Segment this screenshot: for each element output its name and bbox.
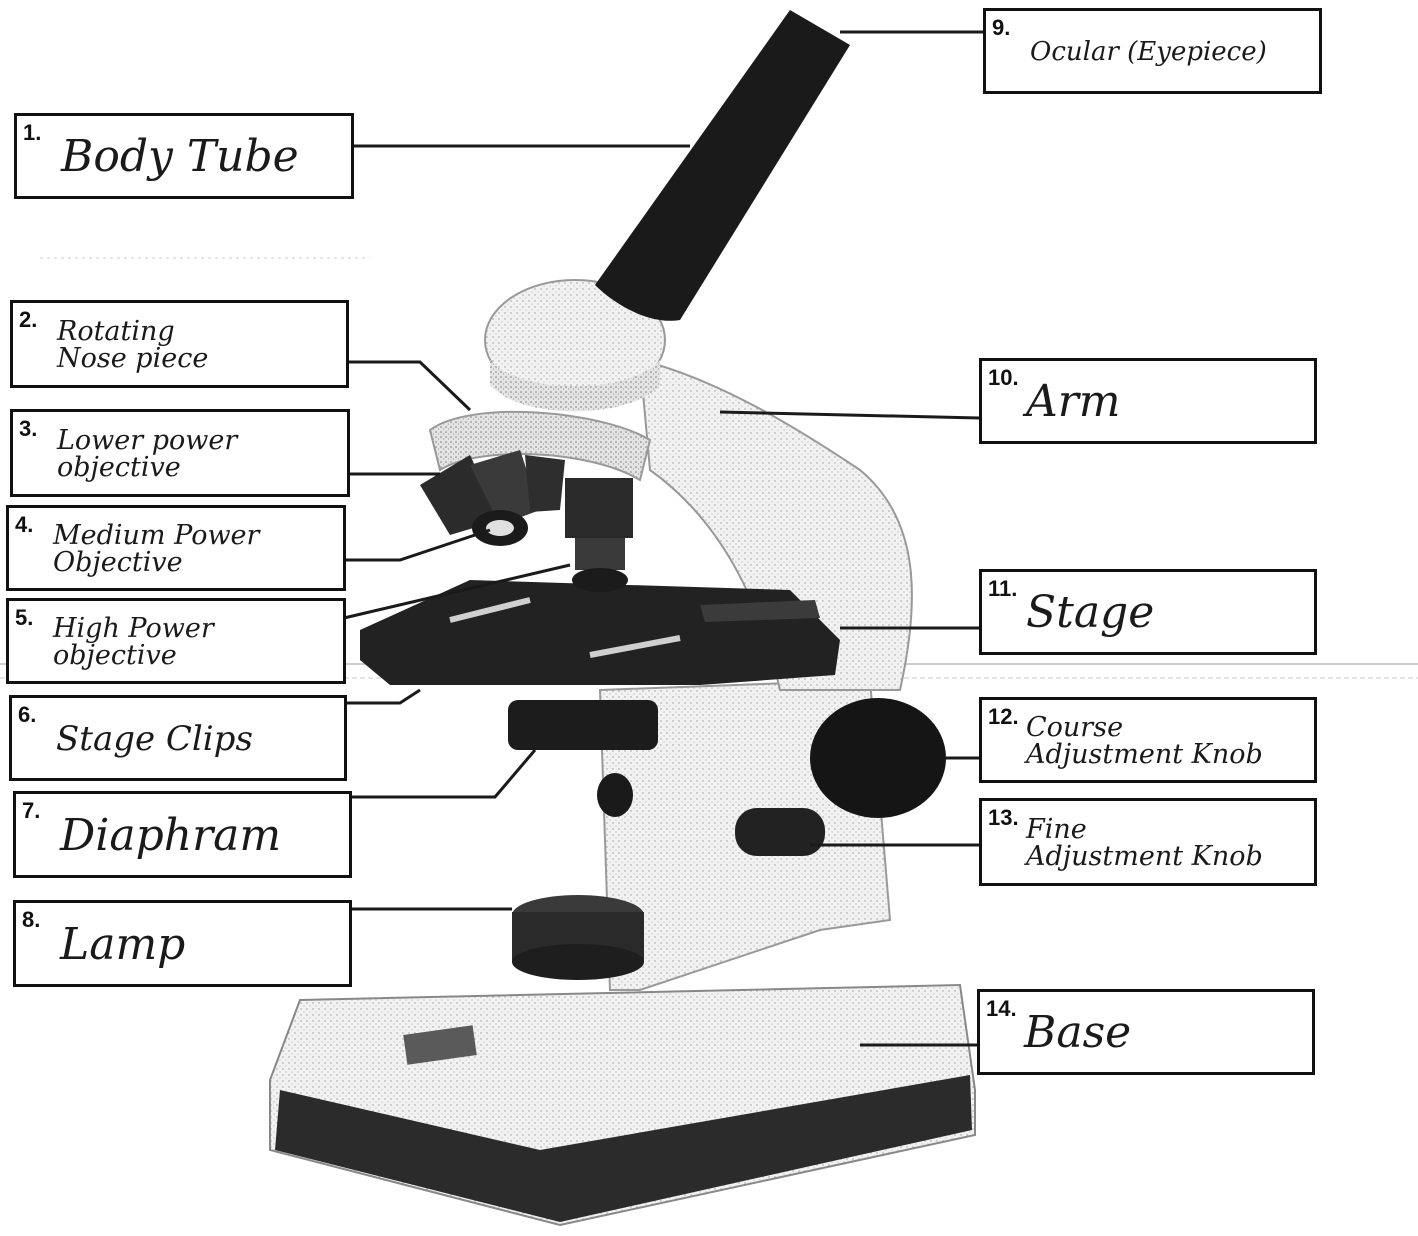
label-number: 4.	[15, 512, 33, 538]
label-number: 10.	[988, 365, 1019, 391]
label-number: 14.	[986, 996, 1017, 1022]
leader-line-7	[350, 750, 535, 797]
stage-part	[360, 580, 840, 685]
label-number: 8.	[22, 907, 40, 933]
label-box-9: 9. Ocular (Eyepiece)	[983, 8, 1322, 94]
label-number: 11.	[988, 576, 1017, 602]
label-answer: Ocular (Eyepiece)	[1030, 17, 1313, 87]
label-answer: Body Tube	[61, 122, 345, 192]
leader-line-4	[344, 530, 490, 560]
label-number: 1.	[23, 120, 41, 146]
label-answer: Fine Adjustment Knob	[1026, 807, 1308, 879]
lamp-part	[512, 944, 644, 980]
label-box-11: 11. Stage	[979, 569, 1317, 655]
label-answer: Diaphram	[60, 800, 343, 871]
fine-knob-part	[735, 808, 825, 856]
label-answer: High Power objective	[53, 607, 337, 677]
body-tube-part	[595, 10, 850, 321]
pillar-knob	[597, 773, 633, 817]
label-box-5: 5. High Power objective	[6, 598, 346, 684]
label-box-7: 7. Diaphram	[13, 791, 352, 878]
label-answer: Stage	[1026, 578, 1308, 648]
label-box-6: 6. Stage Clips	[9, 695, 347, 781]
label-answer: Rotating Nose piece	[57, 309, 340, 381]
label-box-14: 14. Base	[977, 989, 1315, 1075]
label-answer: Lower power objective	[57, 418, 341, 490]
label-number: 12.	[988, 704, 1019, 730]
label-box-3: 3. Lower power objective	[10, 409, 350, 497]
label-box-12: 12. Course Adjustment Knob	[979, 697, 1317, 783]
label-number: 3.	[19, 416, 37, 442]
label-number: 7.	[22, 798, 40, 824]
objectives	[420, 450, 633, 592]
label-box-13: 13. Fine Adjustment Knob	[979, 798, 1317, 886]
label-answer: Stage Clips	[56, 704, 338, 774]
label-answer: Base	[1024, 998, 1306, 1068]
label-number: 13.	[988, 805, 1019, 831]
coarse-knob-part	[810, 698, 946, 818]
label-number: 2.	[19, 307, 37, 333]
label-box-10: 10. Arm	[979, 358, 1317, 444]
label-box-4: 4. Medium Power Objective	[6, 505, 346, 591]
diaphragm-part	[508, 700, 658, 750]
label-answer: Lamp	[60, 909, 343, 980]
leader-line-2	[347, 362, 470, 410]
label-box-1: 1. Body Tube	[14, 113, 354, 199]
label-number: 6.	[18, 702, 36, 728]
leader-line-6	[345, 690, 420, 703]
label-number: 5.	[15, 605, 33, 631]
label-answer: Medium Power Objective	[53, 514, 337, 584]
label-box-2: 2. Rotating Nose piece	[10, 300, 349, 388]
label-answer: Arm	[1026, 367, 1308, 437]
label-answer: Course Adjustment Knob	[1026, 706, 1308, 776]
label-box-8: 8. Lamp	[13, 900, 352, 987]
label-number: 9.	[992, 15, 1010, 41]
